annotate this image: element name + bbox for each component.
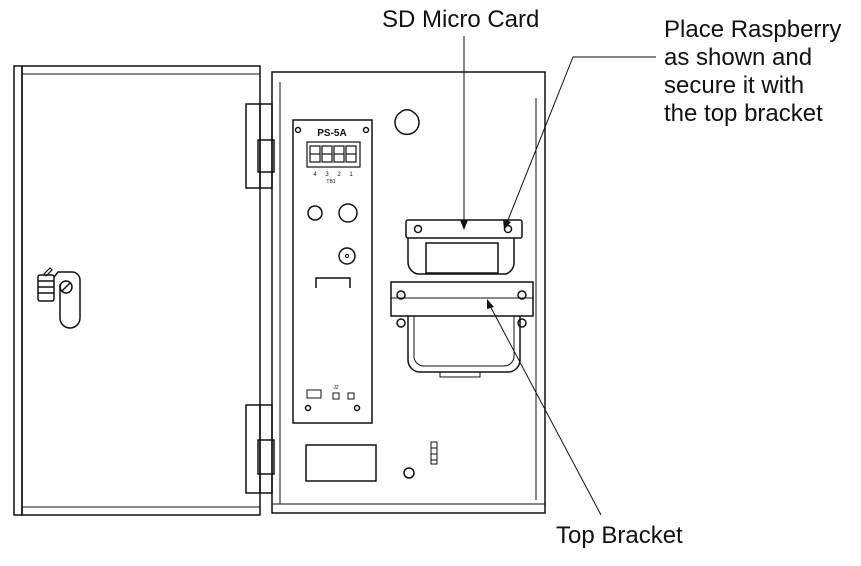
raspberry-pi-case — [407, 238, 521, 378]
terminal-block-tb1 — [306, 141, 361, 168]
led-indicator-1 — [307, 205, 323, 221]
ps5a-board — [292, 119, 373, 424]
jumper-label: J2 — [333, 385, 339, 391]
place-raspberry-line-4: the top bracket — [664, 100, 823, 127]
terminal-number-4: 4 — [313, 172, 317, 178]
keyhole-mount — [394, 108, 420, 136]
top-bracket — [390, 281, 534, 328]
top-bracket-callout: Top Bracket — [556, 522, 683, 549]
terminal-number-2: 2 — [337, 172, 341, 178]
jumper-j2 — [306, 389, 355, 400]
top-bracket-leader — [487, 301, 602, 516]
enclosure-body — [271, 71, 546, 514]
board-clip — [315, 277, 351, 288]
lower-mount-hole — [403, 467, 415, 479]
board-model-label: PS-5A — [317, 128, 346, 139]
ground-stud — [430, 441, 438, 465]
place-raspberry-line-2: as shown and — [664, 44, 813, 71]
terminal-number-3: 3 — [325, 172, 329, 178]
led-indicator-2 — [338, 203, 358, 223]
place-raspberry-line-3: secure it with — [664, 72, 805, 99]
place-raspberry-leader — [505, 56, 656, 226]
cable-knockout — [305, 444, 377, 482]
lower-hinge — [245, 404, 275, 494]
enclosure-door — [13, 65, 261, 516]
door-lock — [37, 267, 81, 329]
terminal-block-label: TB1 — [326, 179, 335, 185]
sd-card-callout: SD Micro Card — [382, 6, 540, 33]
terminal-number-1: 1 — [349, 172, 353, 178]
place-raspberry-line-1: Place Raspberry — [664, 16, 842, 43]
buzzer — [338, 247, 356, 265]
upper-hinge — [245, 103, 275, 189]
